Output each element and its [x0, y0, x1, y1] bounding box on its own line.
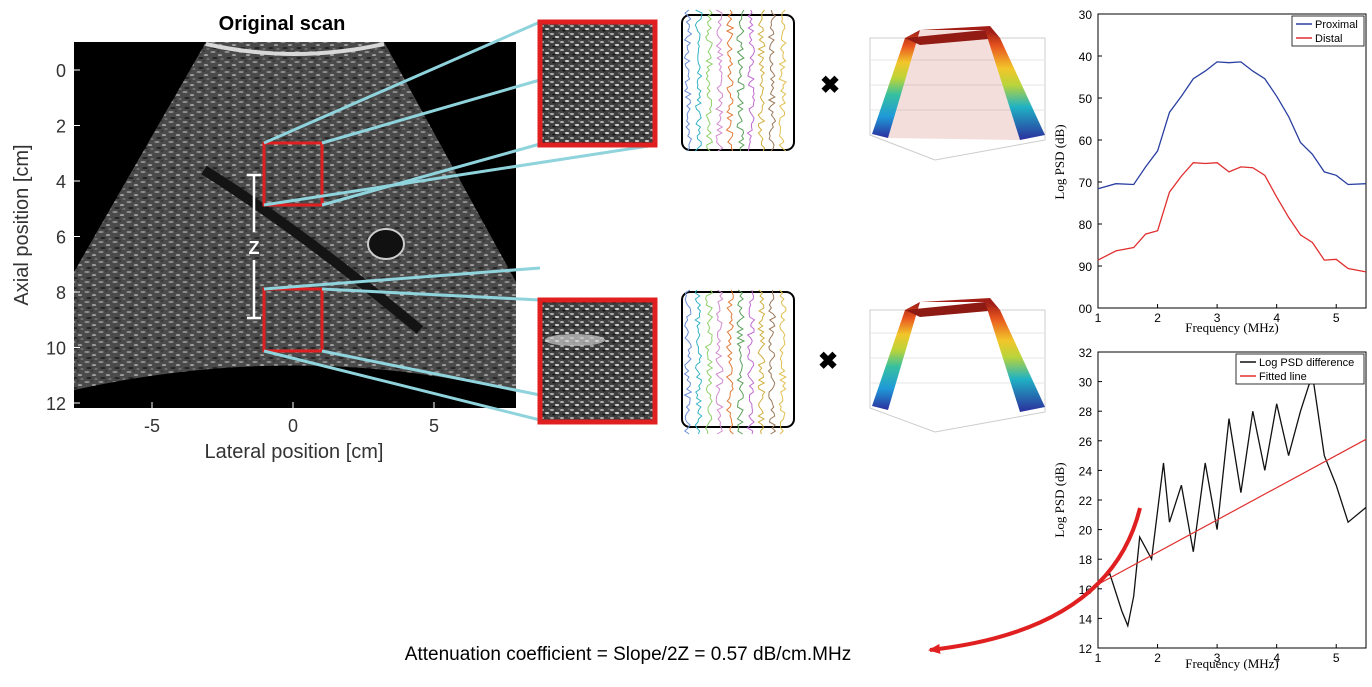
rf-line	[778, 289, 788, 435]
psd-series-distal	[1097, 162, 1367, 273]
psd-chart: 30 40 50 60 70 80 90 00 1 2 3 4 5 Frequency (MHz) L…	[1052, 8, 1367, 335]
psd-y-tick-label: 70	[1079, 176, 1093, 190]
distal-roi	[262, 287, 324, 353]
distance-label: Z	[249, 238, 260, 258]
scan-y-tick-label: 10	[46, 339, 66, 359]
proximal-roi	[262, 141, 324, 207]
rf-line	[694, 9, 703, 152]
diff-x-tick-label: 4	[1273, 651, 1280, 665]
diff-x-tick-label: 3	[1214, 651, 1221, 665]
scan-x-axis-label: Lateral position [cm]	[205, 441, 384, 463]
rf-line	[736, 9, 745, 152]
window-function-surface-top	[869, 26, 1046, 161]
diff-y-tick-label: 22	[1079, 494, 1093, 508]
psd-y-tick-label: 60	[1079, 134, 1093, 148]
diff-y-tick-label: 14	[1079, 612, 1093, 626]
scan-y-ticks: 0 2 4 6 8 10 12	[46, 61, 80, 414]
diff-y-tick-label: 28	[1079, 405, 1093, 419]
window-function-surface-bottom	[869, 298, 1046, 433]
ultrasound-sector	[74, 42, 516, 392]
psd-x-tick-label: 4	[1273, 311, 1280, 325]
diff-y-tick-label: 24	[1079, 464, 1093, 478]
psd-y-tick-label: 00	[1079, 302, 1093, 316]
legend-label-distal: Distal	[1315, 33, 1343, 45]
psd-x-tick-label: 2	[1154, 311, 1161, 325]
psd-chart-x-label: Frequency (MHz)	[1185, 320, 1279, 335]
scan-y-tick-label: 6	[56, 228, 66, 248]
rf-lines-proximal	[681, 9, 795, 152]
scan-title: Original scan	[219, 13, 346, 35]
rf-line	[736, 289, 746, 435]
scan-y-tick-label: 8	[56, 283, 66, 303]
diff-x-tick-label: 5	[1333, 651, 1340, 665]
psd-x-tick-label: 5	[1333, 311, 1340, 325]
rf-line	[683, 289, 693, 435]
diff-y-tick-label: 12	[1079, 642, 1093, 656]
rf-line	[715, 9, 724, 152]
distance-marker: Z	[247, 173, 261, 320]
diff-y-tick-label: 20	[1079, 524, 1093, 538]
rf-line	[746, 9, 755, 152]
diff-chart-legend: Log PSD difference Fitted line	[1235, 353, 1365, 385]
scan-x-ticks: -5 0 5	[144, 402, 439, 436]
rf-line	[694, 289, 703, 435]
legend-label-difference: Log PSD difference	[1259, 357, 1354, 369]
rf-line	[767, 9, 777, 152]
attenuation-equation: Attenuation coefficient = Slope/2Z = 0.5…	[405, 644, 851, 665]
psd-chart-y-label: Log PSD (dB)	[1052, 124, 1067, 199]
scan-y-tick-label: 4	[56, 172, 66, 192]
psd-x-tick-label: 3	[1214, 311, 1221, 325]
rf-line	[746, 289, 756, 435]
psd-y-tick-label: 30	[1079, 8, 1093, 22]
zoomed-proximal-roi	[537, 19, 658, 148]
psd-y-tick-label: 50	[1079, 92, 1093, 106]
scan-x-tick-label: -5	[144, 416, 160, 436]
diff-y-tick-label: 32	[1079, 346, 1093, 360]
scan-y-tick-label: 2	[56, 117, 66, 137]
rf-line	[704, 289, 714, 435]
vessel-lumen	[367, 228, 405, 260]
diff-x-tick-label: 2	[1154, 651, 1161, 665]
rf-line	[757, 289, 766, 435]
rf-line	[705, 9, 714, 152]
psd-series-proximal	[1097, 61, 1367, 190]
rf-line	[778, 9, 787, 152]
multiply-icon: ✖	[820, 72, 840, 99]
rf-line	[767, 289, 777, 435]
zoomed-distal-roi	[537, 297, 658, 425]
psd-y-tick-label: 90	[1079, 260, 1093, 274]
ultrasound-scan-panel: Original scan Z 0 2 4 6 8 10 12 -5 0 5 Lateral p…	[11, 13, 516, 463]
psd-x-tick-label: 1	[1095, 311, 1102, 325]
psd-y-tick-label: 40	[1079, 50, 1093, 64]
zoom-connectors	[263, 20, 656, 422]
rf-line	[715, 289, 724, 435]
multiply-icon: ✖	[818, 348, 838, 375]
vessel-dark	[201, 165, 424, 334]
diff-x-tick-label: 1	[1095, 651, 1102, 665]
diff-series-fitted-line	[1097, 438, 1367, 585]
scan-y-axis-label: Axial position [cm]	[11, 144, 33, 305]
rf-line	[725, 289, 734, 435]
rf-line	[683, 9, 693, 152]
rf-line	[725, 9, 735, 152]
scan-x-tick-label: 0	[288, 416, 298, 436]
diff-chart-y-label: Log PSD (dB)	[1052, 462, 1067, 537]
slope-arrow	[928, 507, 1142, 654]
skin-line	[205, 42, 385, 56]
psd-chart-legend: Proximal Distal	[1291, 15, 1365, 47]
scan-y-tick-label: 12	[46, 394, 66, 414]
diff-y-tick-label: 18	[1079, 553, 1093, 567]
psd-y-tick-label: 80	[1079, 218, 1093, 232]
diff-y-tick-label: 26	[1079, 435, 1093, 449]
rf-lines-distal	[681, 289, 795, 435]
diff-y-tick-label: 30	[1079, 376, 1093, 390]
scan-x-tick-label: 5	[429, 416, 439, 436]
scan-y-tick-label: 0	[56, 61, 66, 81]
diff-chart-x-label: Frequency (MHz)	[1185, 656, 1279, 671]
rf-line	[757, 9, 766, 152]
legend-label-proximal: Proximal	[1315, 19, 1358, 31]
legend-label-fitted: Fitted line	[1259, 371, 1307, 383]
